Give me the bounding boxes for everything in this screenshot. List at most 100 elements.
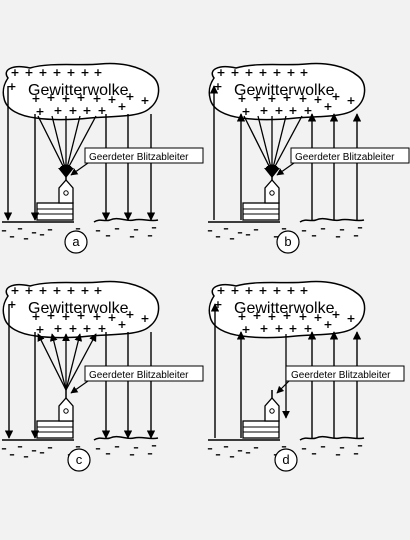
positive-charge-symbol: + bbox=[288, 104, 297, 117]
positive-charge-symbol: + bbox=[76, 91, 85, 104]
positive-charge-symbol: + bbox=[313, 93, 322, 106]
negative-charge-symbol: – bbox=[335, 448, 341, 461]
positive-charge-symbol: + bbox=[52, 284, 61, 297]
rod-field-convergence bbox=[58, 168, 74, 178]
positive-charge-symbol: + bbox=[92, 310, 101, 323]
positive-charge-symbol: + bbox=[323, 318, 332, 331]
positive-charge-symbol: + bbox=[230, 66, 239, 79]
positive-charge-symbol: + bbox=[140, 312, 149, 325]
positive-charge-symbol: + bbox=[52, 66, 61, 79]
positive-charge-symbol: + bbox=[93, 284, 102, 297]
positive-charge-symbol: + bbox=[38, 284, 47, 297]
negative-charge-symbol: – bbox=[320, 440, 326, 453]
positive-charge-symbol: + bbox=[323, 100, 332, 113]
callout-box bbox=[285, 365, 405, 382]
tower bbox=[264, 397, 280, 422]
positive-charge-symbol: + bbox=[92, 92, 101, 105]
positive-charge-symbol: + bbox=[82, 322, 91, 335]
negative-charge-symbol: – bbox=[147, 229, 153, 242]
negative-charge-symbol: – bbox=[75, 222, 81, 235]
electric-field-line-to-rod bbox=[37, 115, 67, 173]
thundercloud bbox=[2, 62, 160, 121]
negative-charge-symbol: – bbox=[151, 439, 157, 452]
positive-charge-symbol: + bbox=[10, 284, 19, 297]
negative-charge-symbol: – bbox=[23, 450, 29, 463]
positive-charge-symbol: + bbox=[10, 66, 19, 79]
positive-charge-symbol: + bbox=[299, 284, 308, 297]
cloud-label: Gewitterwolke bbox=[28, 300, 129, 317]
panel-letter-circle bbox=[64, 230, 88, 254]
positive-charge-symbol: + bbox=[24, 284, 33, 297]
positive-charge-symbol: + bbox=[274, 322, 283, 335]
negative-charge-symbol: – bbox=[229, 232, 235, 245]
positive-charge-symbol: + bbox=[274, 104, 283, 117]
negative-charge-symbol: – bbox=[147, 447, 153, 460]
negative-charge-symbol: – bbox=[39, 228, 45, 241]
negative-charge-symbol: – bbox=[17, 440, 23, 453]
positive-charge-symbol: + bbox=[241, 323, 250, 336]
negative-charge-symbol: – bbox=[357, 439, 363, 452]
positive-charge-symbol: + bbox=[140, 94, 149, 107]
positive-charge-symbol: + bbox=[80, 284, 89, 297]
positive-charge-symbol: + bbox=[346, 94, 355, 107]
positive-charge-symbol: + bbox=[66, 284, 75, 297]
negative-charge-symbol: – bbox=[281, 440, 287, 453]
negative-charge-symbol: – bbox=[75, 440, 81, 453]
electric-field-line-to-rod bbox=[65, 333, 83, 391]
negative-charge-symbol: – bbox=[339, 223, 345, 236]
electric-field-line-to-rod bbox=[243, 115, 273, 173]
positive-charge-symbol: + bbox=[117, 100, 126, 113]
positive-charge-symbol: + bbox=[61, 310, 70, 323]
positive-charge-symbol: + bbox=[288, 322, 297, 335]
negative-charge-symbol: – bbox=[237, 444, 243, 457]
positive-charge-symbol: + bbox=[303, 104, 312, 117]
tower bbox=[58, 179, 74, 204]
positive-charge-symbol: + bbox=[331, 90, 340, 103]
building bbox=[36, 202, 74, 221]
tower bbox=[58, 397, 74, 422]
callout-box bbox=[84, 147, 204, 164]
panel-letter-circle bbox=[67, 448, 91, 472]
positive-charge-symbol: + bbox=[258, 284, 267, 297]
panel-letter: c bbox=[76, 452, 83, 467]
negative-charge-symbol: – bbox=[129, 230, 135, 243]
negative-charge-symbol: – bbox=[353, 447, 359, 460]
lightning-rod-callout-label: Geerdeter Blitzableiter bbox=[89, 152, 189, 163]
positive-charge-symbol: + bbox=[97, 322, 106, 335]
electric-field-line-to-rod bbox=[65, 115, 97, 173]
negative-charge-symbol: – bbox=[353, 229, 359, 242]
negative-charge-symbol: – bbox=[95, 224, 101, 237]
tower-window bbox=[63, 190, 69, 196]
ground-surface-line bbox=[208, 435, 365, 441]
positive-charge-symbol: + bbox=[31, 92, 40, 105]
callout-pointer bbox=[276, 162, 295, 176]
negative-charge-symbol: – bbox=[17, 222, 23, 235]
callout-pointer bbox=[276, 380, 290, 394]
tower-window bbox=[269, 408, 275, 414]
positive-charge-symbol: + bbox=[125, 90, 134, 103]
electric-field-line-to-rod bbox=[51, 115, 69, 173]
electric-field-line-to-rod bbox=[65, 333, 97, 391]
positive-charge-symbol: + bbox=[346, 312, 355, 325]
negative-charge-symbol: – bbox=[105, 447, 111, 460]
cloud-label: Gewitterwolke bbox=[28, 82, 129, 99]
panel-d: ++++++++++++++++++++++––––––––––––––––Ge… bbox=[207, 280, 405, 472]
positive-charge-symbol: + bbox=[303, 322, 312, 335]
positive-charge-symbol: + bbox=[107, 93, 116, 106]
negative-charge-symbol: – bbox=[47, 441, 53, 454]
negative-charge-symbol: – bbox=[105, 229, 111, 242]
negative-charge-symbol: – bbox=[357, 221, 363, 234]
positive-charge-symbol: + bbox=[237, 310, 246, 323]
positive-charge-symbol: + bbox=[35, 323, 44, 336]
negative-charge-symbol: – bbox=[9, 448, 15, 461]
building bbox=[242, 202, 280, 221]
negative-charge-symbol: – bbox=[47, 223, 53, 236]
positive-charge-symbol: + bbox=[267, 92, 276, 105]
positive-charge-symbol: + bbox=[258, 66, 267, 79]
positive-charge-symbol: + bbox=[107, 311, 116, 324]
thundercloud bbox=[2, 280, 160, 339]
positive-charge-symbol: + bbox=[31, 310, 40, 323]
positive-charge-symbol: + bbox=[237, 92, 246, 105]
tower-window bbox=[269, 190, 275, 196]
